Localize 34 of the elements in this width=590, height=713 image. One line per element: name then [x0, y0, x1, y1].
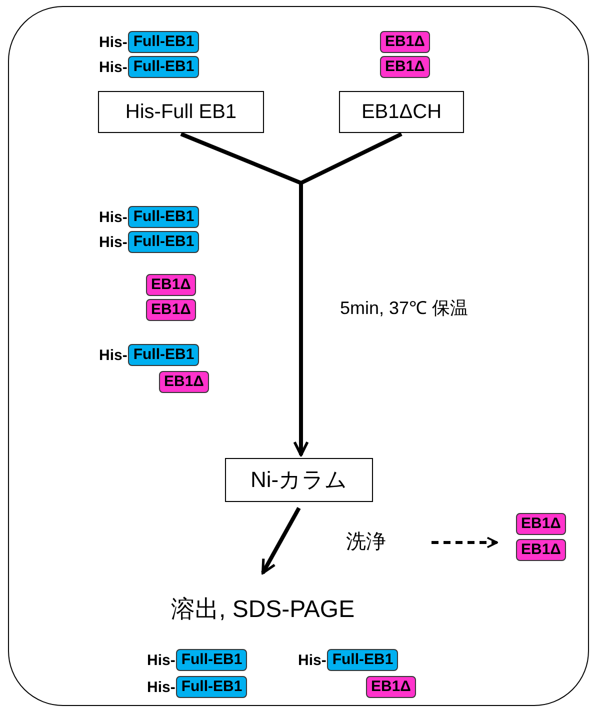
step-label: 溶出, SDS-PAGE — [171, 593, 355, 625]
step-box: Ni-カラム — [225, 458, 373, 502]
protein-label: EB1Δ — [380, 56, 430, 78]
protein-label: Full-EB1 — [176, 649, 248, 671]
protein-label: EB1Δ — [159, 371, 209, 393]
protein-label: EB1Δ — [516, 513, 566, 535]
protein-label: EB1Δ — [146, 299, 196, 321]
panel-frame — [8, 6, 589, 706]
protein-label: EB1Δ — [366, 676, 416, 698]
tag-label: His- — [147, 678, 176, 696]
tag-label: His- — [147, 652, 176, 668]
tag-label: His- — [99, 234, 128, 250]
protein-label: EB1Δ — [380, 31, 430, 53]
tag-label: His- — [99, 34, 128, 50]
condition-note: 5min, 37℃ 保温 — [340, 297, 468, 320]
protein-label: EB1Δ — [516, 539, 566, 561]
tag-label: His- — [99, 208, 128, 226]
arrow — [432, 536, 498, 548]
arrow — [293, 132, 402, 456]
protein-label: Full-EB1 — [128, 56, 200, 78]
protein-label: EB1Δ — [146, 274, 196, 296]
protein-label: Full-EB1 — [128, 31, 200, 53]
step-box: His-Full EB1 — [98, 91, 264, 133]
tag-label: His- — [99, 58, 128, 76]
protein-label: Full-EB1 — [128, 231, 200, 253]
tag-label: His- — [99, 346, 128, 364]
tag-label: His- — [298, 652, 326, 668]
protein-label: Full-EB1 — [176, 676, 248, 698]
protein-label: Full-EB1 — [327, 649, 398, 671]
protein-label: Full-EB1 — [128, 344, 200, 366]
protein-label: Full-EB1 — [128, 206, 200, 228]
step-label: 洗浄 — [346, 528, 386, 555]
arrow — [261, 507, 301, 574]
step-box: EB1ΔCH — [339, 91, 464, 133]
